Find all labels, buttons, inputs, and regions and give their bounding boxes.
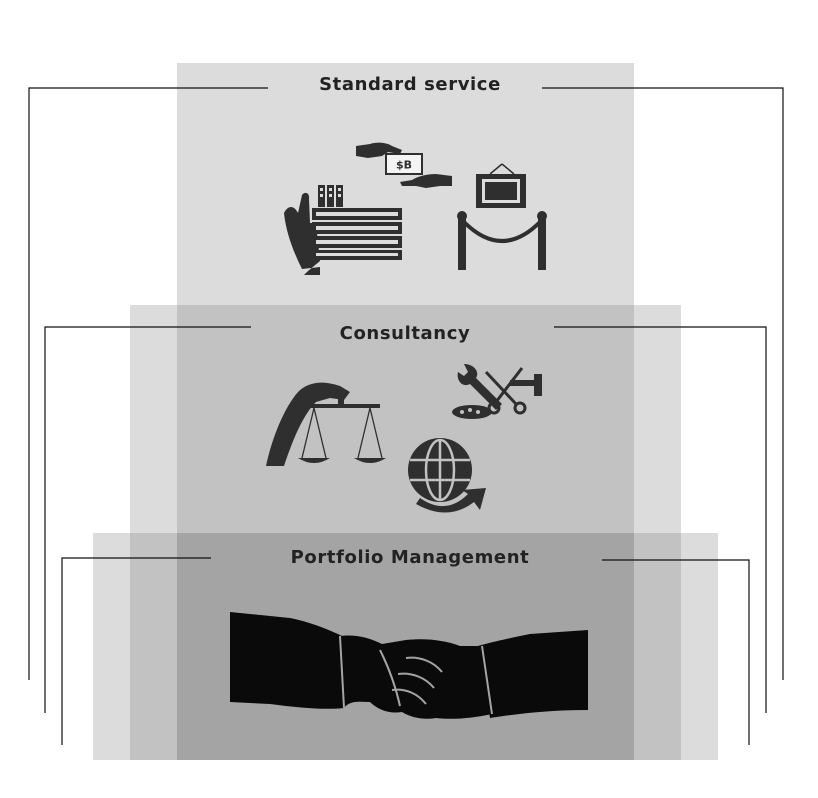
- tier-title-consultancy: Consultancy: [339, 323, 471, 344]
- bracket-consultancy-left: [44, 326, 251, 713]
- bracket-portfolio-left: [61, 557, 211, 745]
- tools-icon: [452, 364, 542, 419]
- tier-title-standard: Standard service: [319, 74, 501, 95]
- bracket-standard-left: [28, 87, 268, 680]
- globe-arrow-icon: [408, 438, 486, 513]
- bracket-consultancy-right: [554, 326, 767, 713]
- hand-with-documents-icon: [284, 185, 402, 275]
- gallery-rope-icon: [457, 163, 547, 270]
- money-note-label: $B: [396, 159, 412, 172]
- tier-title-portfolio: Portfolio Management: [290, 547, 530, 568]
- balance-scale-icon: [266, 382, 386, 466]
- bracket-standard-right: [542, 87, 784, 680]
- money-exchange-icon: $B: [356, 142, 452, 188]
- bracket-portfolio-right: [602, 559, 750, 745]
- handshake-icon: [230, 612, 588, 719]
